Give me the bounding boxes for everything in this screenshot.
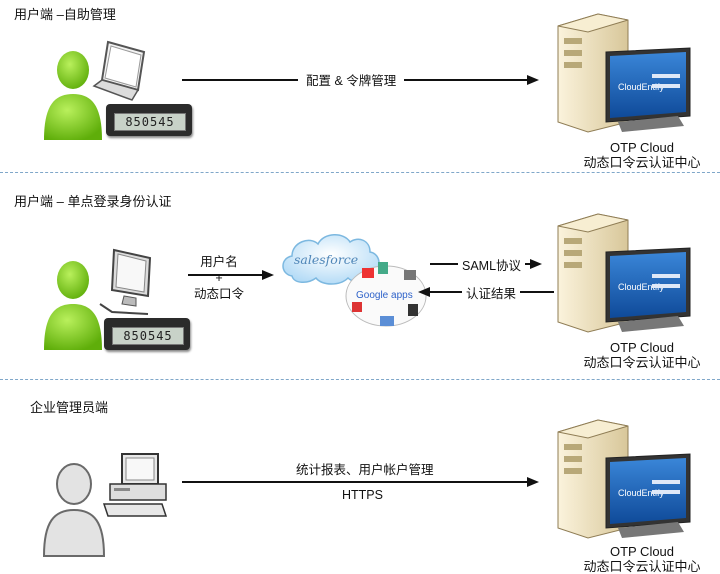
username-label: 用户名 (200, 255, 238, 269)
calendar-icon (378, 262, 388, 274)
server-caption: OTP Cloud 动态口令云认证中心 (580, 340, 704, 370)
desktop-pc-icon (102, 453, 168, 517)
sites-icon (352, 302, 362, 312)
https-label: HTTPS (342, 488, 383, 502)
server-icon: CloudEntify (557, 13, 691, 133)
salesforce-logo: salesforce (294, 252, 358, 267)
admin-function-label: 统计报表、用户帐户管理 (296, 463, 434, 477)
arrow-line (182, 481, 528, 483)
server-caption-line2: 动态口令云认证中心 (583, 355, 701, 370)
saas-apps-icon: salesforce Google apps (282, 234, 427, 327)
otp-token-device: 850545 (106, 104, 192, 136)
server-caption-line2: 动态口令云认证中心 (583, 155, 701, 170)
token-display: 850545 (114, 113, 186, 131)
otp-label: 动态口令 (193, 287, 244, 301)
arrow-head-right (262, 270, 274, 280)
auth-result-label: 认证结果 (462, 283, 521, 302)
plus-label: + (215, 271, 223, 285)
token-display: 850545 (112, 327, 184, 345)
arrow-head-left (418, 287, 430, 297)
server-screen-brand: CloudEntify (618, 488, 665, 498)
arrow-head-right (527, 477, 539, 487)
laptop-icon (92, 40, 146, 101)
google-apps-logo: Google apps (356, 290, 413, 301)
arrow-line (188, 274, 262, 276)
saml-label: SAML协议 (458, 255, 526, 274)
server-caption-line1: OTP Cloud (609, 140, 675, 155)
config-token-label: 配置 & 令牌管理 (298, 70, 405, 89)
section-3-title: 企业管理员端 (30, 400, 109, 415)
section-divider (0, 172, 720, 173)
server-caption-line2: 动态口令云认证中心 (583, 559, 701, 574)
server-screen-brand: CloudEntify (618, 82, 665, 92)
section-divider (0, 379, 720, 380)
mobile-icon (408, 304, 418, 316)
server-caption-line1: OTP Cloud (609, 544, 675, 559)
server-caption: OTP Cloud 动态口令云认证中心 (580, 544, 704, 574)
arrow-head-right (530, 259, 542, 269)
monitor-icon (99, 248, 152, 315)
server-icon: CloudEntify (557, 419, 691, 539)
docs-icon (404, 270, 416, 280)
user-icon (44, 51, 102, 140)
server-screen-brand: CloudEntify (618, 282, 665, 292)
chat-icon (380, 316, 394, 326)
section-1-title: 用户端 –自助管理 (14, 7, 116, 22)
gmail-icon (362, 268, 374, 278)
server-icon: CloudEntify (557, 213, 691, 333)
otp-token-device: 850545 (104, 318, 190, 350)
server-caption: OTP Cloud 动态口令云认证中心 (580, 140, 704, 170)
user-icon (44, 261, 102, 350)
server-caption-line1: OTP Cloud (609, 340, 675, 355)
credentials-label: 用户名 + 动态口令 (190, 254, 248, 302)
arrow-head-right (527, 75, 539, 85)
section-2-title: 用户端 – 单点登录身份认证 (14, 194, 172, 209)
admin-user-icon (42, 463, 106, 557)
